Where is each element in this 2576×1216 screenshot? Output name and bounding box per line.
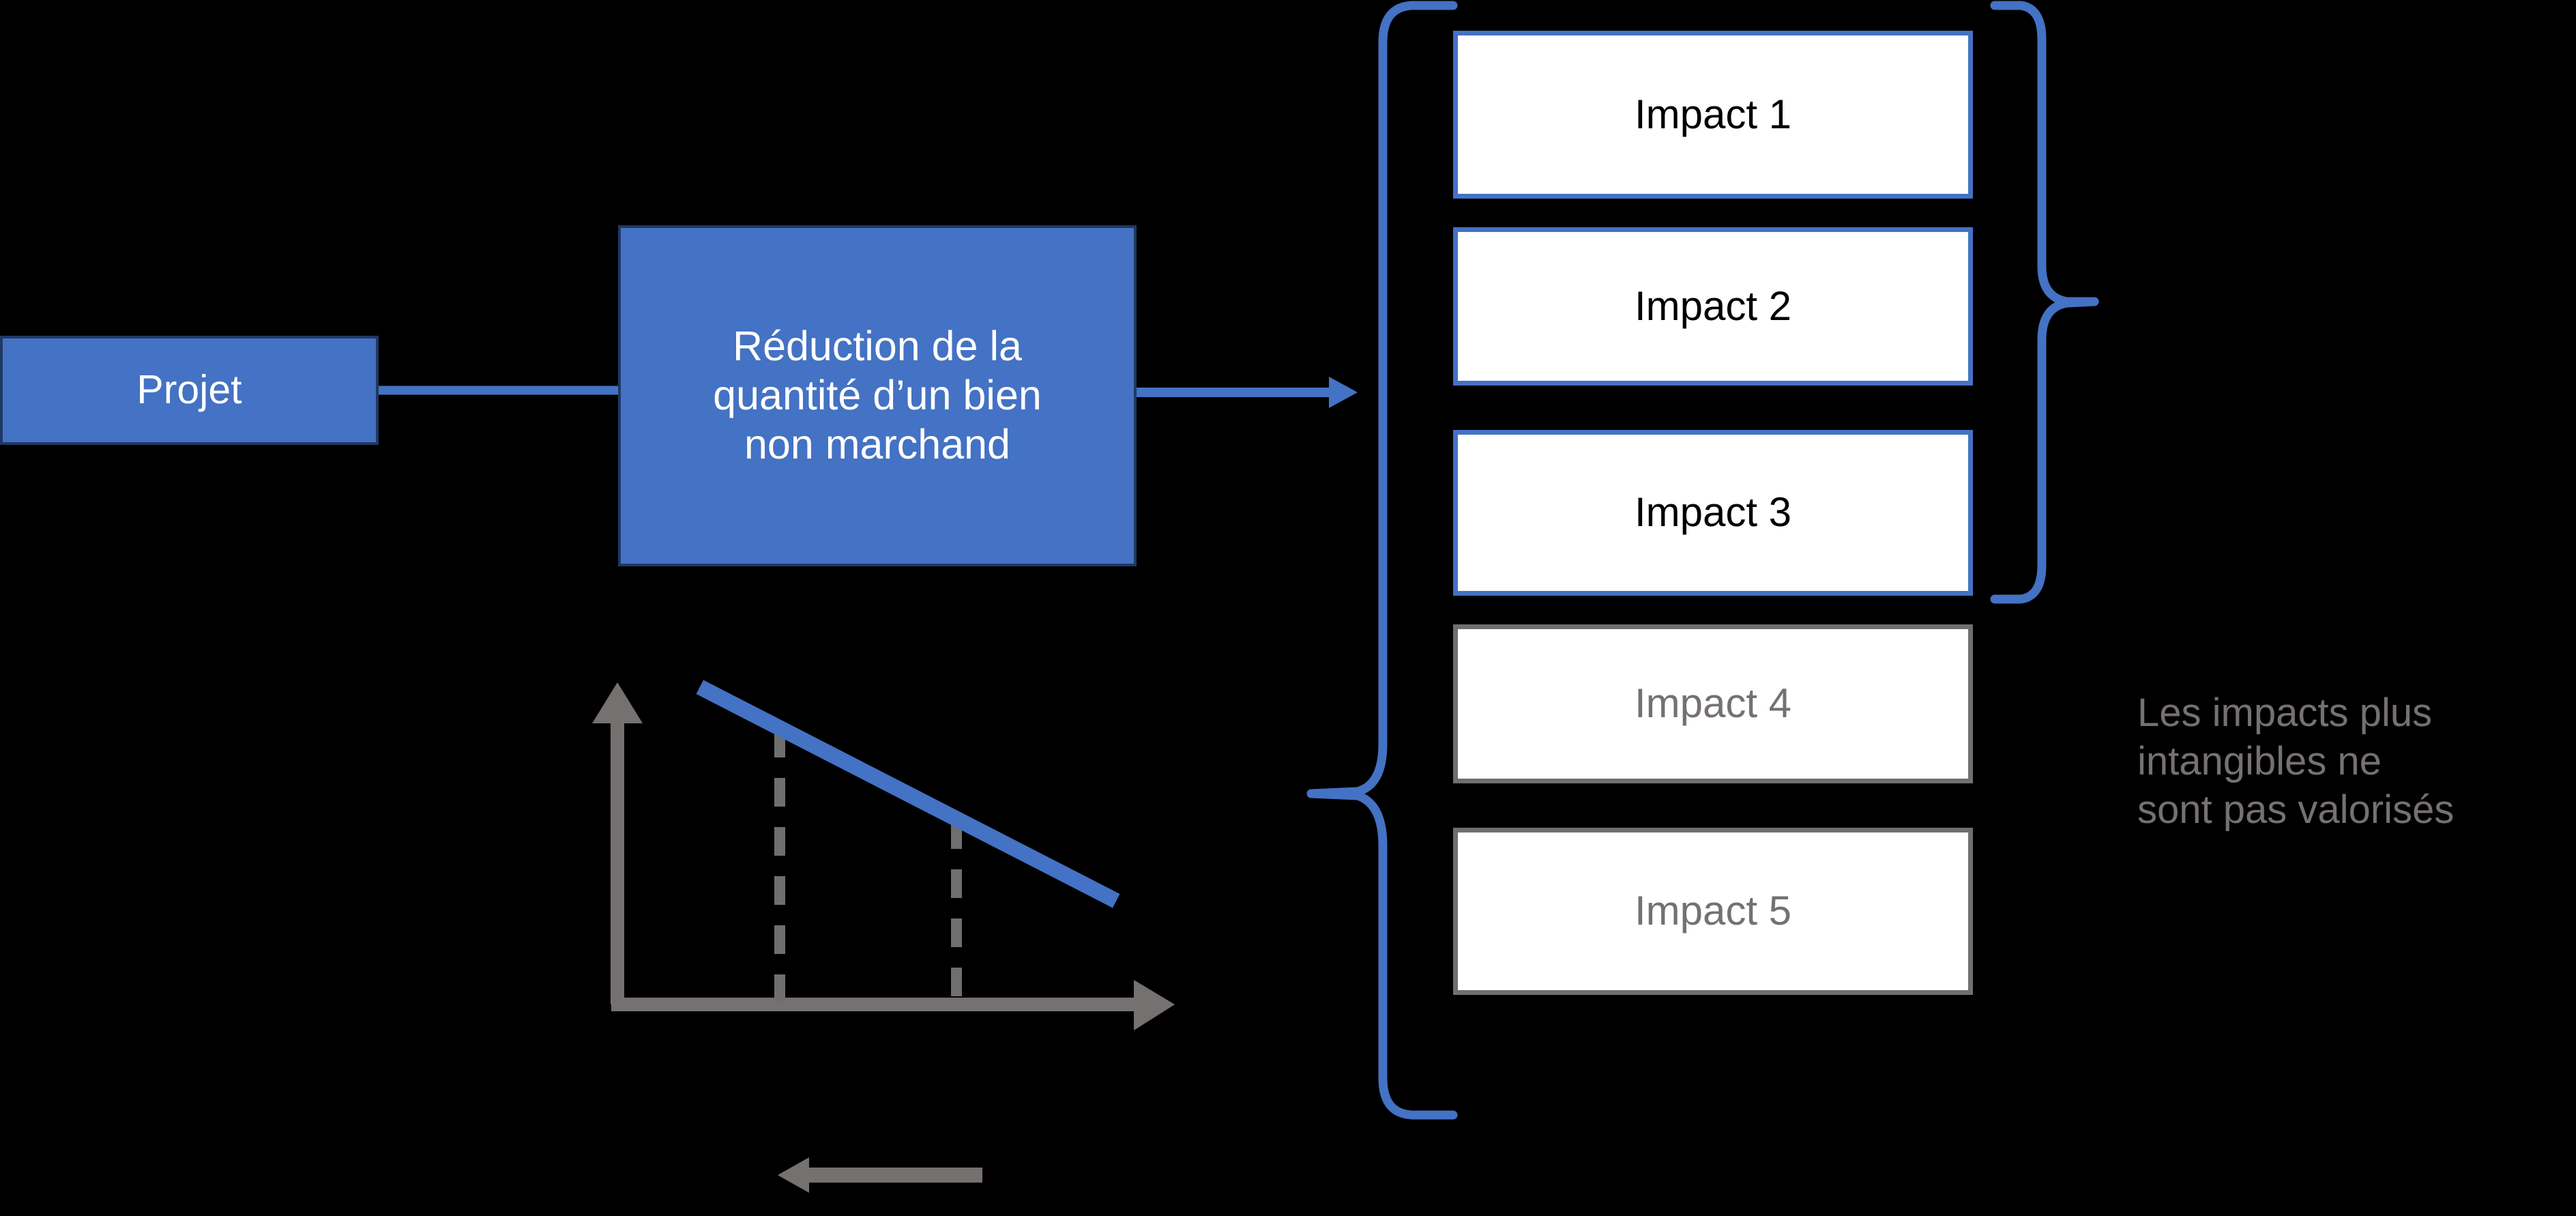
- impact-box-1-label: Impact 1: [1634, 91, 1792, 137]
- chart-demand-line: [696, 680, 1120, 908]
- impact-box-4[interactable]: Impact 4: [1453, 624, 1973, 783]
- node-projet[interactable]: Projet: [0, 336, 379, 445]
- impacts-right-brace: [1990, 1, 2099, 604]
- arrow-reduction-to-impacts: [1137, 377, 1358, 408]
- impact-box-2-label: Impact 2: [1634, 283, 1792, 329]
- intangible-impacts-annotation: Les impacts plus intangibles ne sont pas…: [2137, 691, 2455, 832]
- demand-curve-chart: [592, 680, 1175, 1030]
- chart-x-axis: [611, 980, 1175, 1030]
- impact-box-5-label: Impact 5: [1634, 888, 1792, 934]
- impact-box-3[interactable]: Impact 3: [1453, 430, 1973, 596]
- impact-box-5[interactable]: Impact 5: [1453, 828, 1973, 995]
- impact-box-1[interactable]: Impact 1: [1453, 31, 1973, 199]
- impact-box-2[interactable]: Impact 2: [1453, 227, 1973, 386]
- impacts-left-brace: [1306, 1, 1458, 1120]
- node-reduction-label: Réduction de la quantité d’un bien non m…: [713, 323, 1042, 467]
- impact-box-3-label: Impact 3: [1634, 489, 1792, 536]
- node-reduction-quantite[interactable]: Réduction de la quantité d’un bien non m…: [618, 225, 1137, 566]
- node-projet-label: Projet: [136, 367, 242, 413]
- impact-box-4-label: Impact 4: [1634, 680, 1792, 727]
- chart-y-axis: [592, 682, 643, 1004]
- quantity-decrease-arrow: [778, 1157, 982, 1193]
